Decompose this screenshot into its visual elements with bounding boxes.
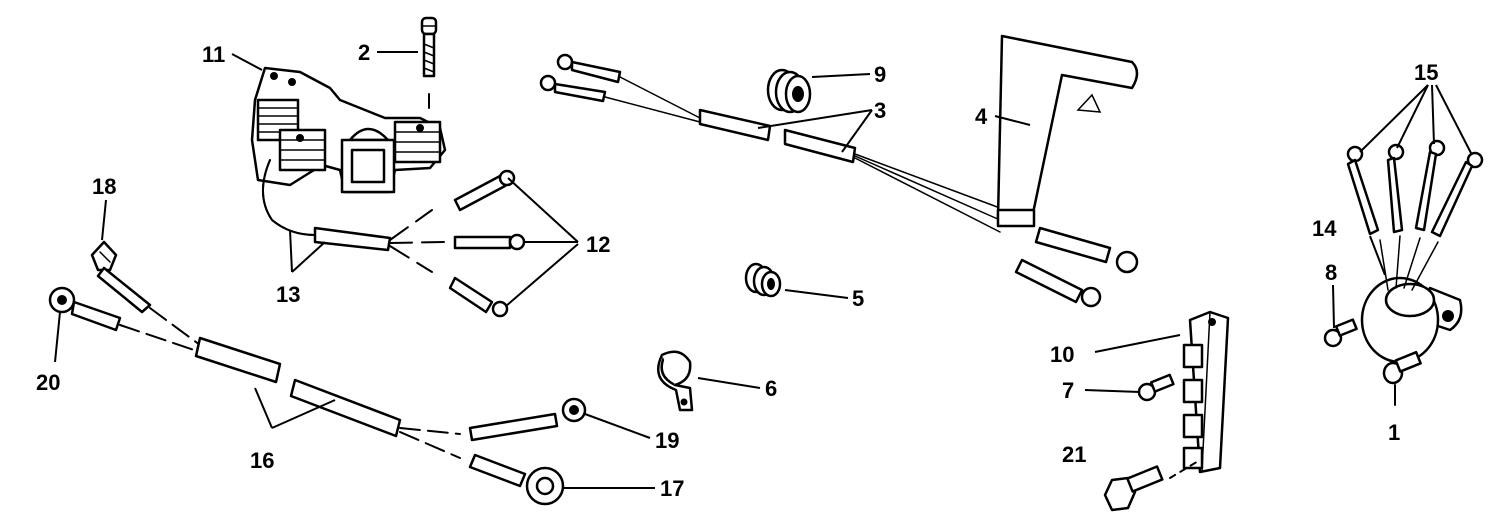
- callout-2: 2: [358, 40, 370, 65]
- callout-labels: 11 2 18 13 12 20 16 19 17 6 5 9 3 4 10 7…: [36, 40, 1438, 501]
- screw-2: [420, 16, 438, 109]
- callout-11: 11: [202, 42, 225, 67]
- callout-13: 13: [276, 282, 300, 307]
- callout-3: 3: [874, 98, 886, 123]
- callout-9: 9: [874, 62, 886, 87]
- wire-harness-16: [48, 240, 587, 506]
- bracket-4: [996, 34, 1139, 228]
- clamp-6: [657, 350, 694, 412]
- callout-21: 21: [1062, 442, 1086, 467]
- callout-8: 8: [1325, 260, 1337, 285]
- screw-7: [1137, 373, 1175, 402]
- callout-7: 7: [1062, 378, 1074, 403]
- callout-15: 15: [1414, 60, 1438, 85]
- callout-20: 20: [36, 370, 60, 395]
- callout-19: 19: [655, 428, 679, 453]
- callout-14: 14: [1312, 216, 1337, 241]
- screw-1: [1382, 350, 1422, 406]
- bolt-21: [1103, 459, 1201, 512]
- screw-8: [1323, 318, 1358, 348]
- grommet-9: [766, 68, 812, 114]
- callout-12: 12: [586, 232, 610, 257]
- wire-harness-3: [539, 53, 1139, 308]
- cylinder-component-14: [1346, 139, 1484, 364]
- callout-5: 5: [852, 286, 864, 311]
- callout-4: 4: [975, 104, 988, 129]
- callout-16: 16: [250, 448, 274, 473]
- callout-1: 1: [1388, 420, 1400, 445]
- stator-coil-assembly: [250, 66, 447, 236]
- terminal-block-10: [1182, 310, 1230, 474]
- leader-lines: [54, 51, 1473, 489]
- callout-17: 17: [660, 476, 684, 501]
- callout-10: 10: [1050, 342, 1074, 367]
- grommet-5: [744, 262, 782, 298]
- callout-18: 18: [92, 174, 116, 199]
- callout-6: 6: [765, 376, 777, 401]
- stator-wire-leads: [313, 169, 526, 318]
